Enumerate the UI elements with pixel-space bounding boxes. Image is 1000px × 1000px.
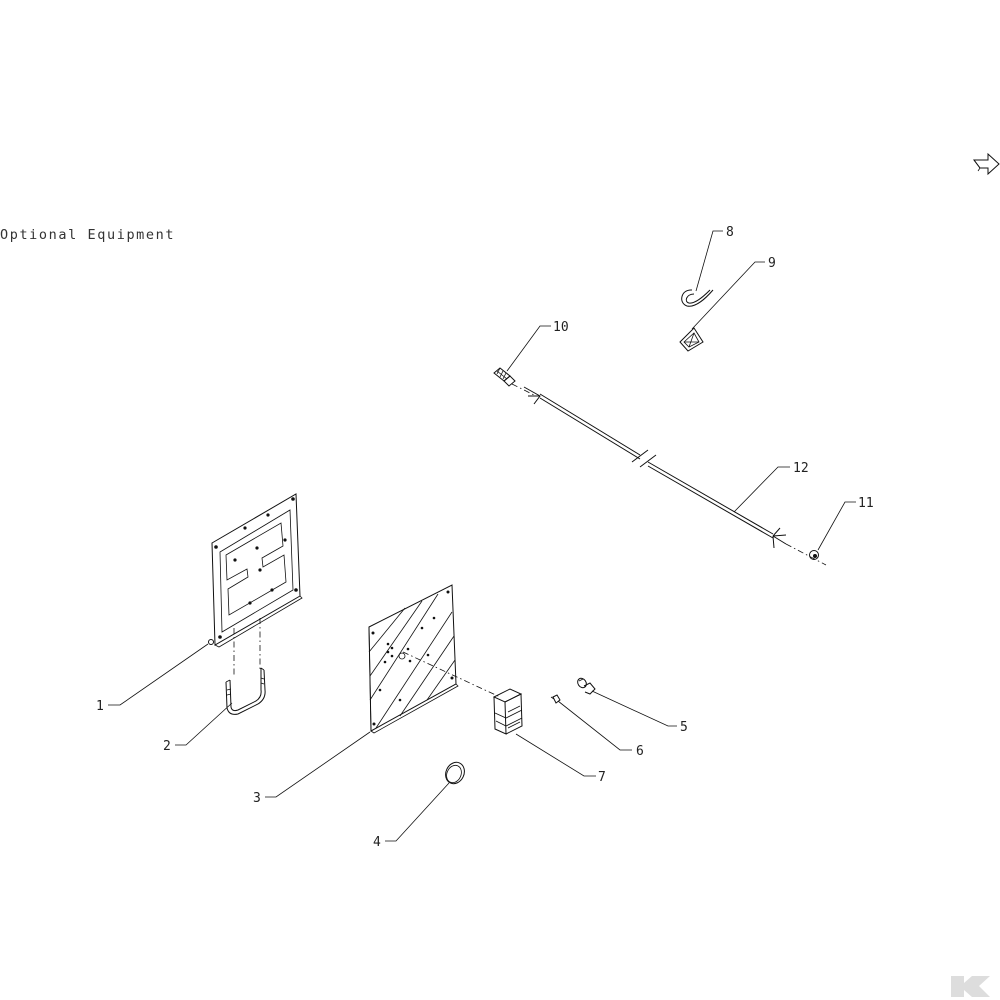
callout-4: 4 [373, 835, 381, 850]
part-9-cable-tie-mount [679, 327, 704, 352]
callout-1: 1 [96, 699, 104, 714]
callout-5: 5 [680, 720, 688, 735]
part-2-u-bolt [225, 667, 266, 715]
part-7-lamp-housing [492, 688, 523, 735]
callout-7: 7 [598, 770, 606, 785]
callout-9: 9 [768, 256, 776, 271]
part-11-end-cap [809, 550, 819, 560]
part-3-marker-board [368, 584, 459, 734]
callout-labels: 1 2 3 4 5 6 7 8 9 10 11 12 [96, 225, 874, 850]
next-page-arrow-icon[interactable] [973, 152, 1000, 176]
part-4-round-reflector [445, 761, 465, 785]
part-10-connector-plug [493, 367, 516, 387]
part-6-small-bulb [550, 694, 561, 704]
part-12-cable [523, 386, 787, 549]
brand-logo-icon [951, 976, 990, 997]
callout-12: 12 [793, 461, 809, 476]
callout-8: 8 [726, 225, 734, 240]
part-5-bulb [577, 677, 596, 695]
callout-10: 10 [553, 320, 569, 335]
part-8-cable-tie [681, 289, 714, 307]
callout-6: 6 [636, 744, 644, 759]
diagram-title: Optional Equipment [0, 227, 175, 243]
part-1-mounting-plate [208, 493, 303, 648]
callout-11: 11 [858, 496, 874, 511]
callout-3: 3 [253, 791, 261, 806]
leader-lines [108, 230, 856, 842]
callout-2: 2 [163, 739, 171, 754]
